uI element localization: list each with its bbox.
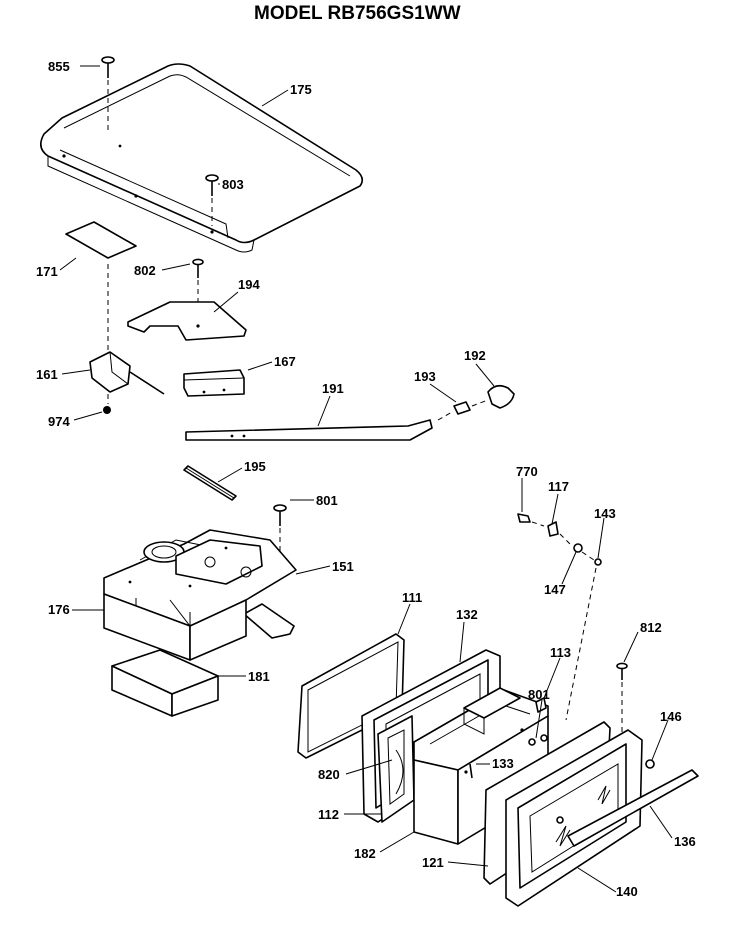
label-143: 143: [594, 506, 616, 521]
label-147: 147: [544, 582, 566, 597]
label-191: 191: [322, 381, 344, 396]
label-770: 770: [516, 464, 538, 479]
label-176: 176: [48, 602, 70, 617]
part-192-knob: [487, 384, 515, 409]
label-151: 151: [332, 559, 354, 574]
label-195: 195: [244, 459, 266, 474]
label-117: 117: [548, 479, 569, 494]
part-182-inner-door: [413, 687, 549, 845]
part-194-bracket: [127, 301, 247, 341]
part-193-connector: [437, 399, 489, 421]
label-111: 111: [402, 590, 422, 605]
part-117-washer: [547, 521, 573, 547]
part-812-screw: [616, 662, 628, 732]
label-182: 182: [354, 846, 376, 861]
part-195-spring: [183, 465, 237, 501]
label-171: 171: [36, 264, 58, 279]
label-802: 802: [134, 263, 156, 278]
label-801-lower: 801: [528, 687, 550, 702]
part-140-outer-frame: [505, 729, 643, 907]
label-112: 112: [318, 807, 339, 822]
part-171-plate: [65, 221, 137, 350]
label-192: 192: [464, 348, 486, 363]
part-112-frame: [377, 715, 415, 823]
part-974-nut: [103, 406, 111, 414]
part-146-bumper: [645, 759, 655, 769]
part-176-insulation: [103, 593, 247, 661]
label-140: 140: [616, 884, 638, 899]
part-133-screw: [469, 763, 473, 779]
label-855: 855: [48, 59, 70, 74]
label-194: 194: [238, 277, 260, 292]
part-801-screw-upper: [273, 504, 287, 560]
label-820: 820: [318, 767, 340, 782]
label-167: 167: [274, 354, 296, 369]
label-193: 193: [414, 369, 436, 384]
part-143-nut: [594, 558, 602, 566]
part-147-spacer: [573, 543, 595, 561]
label-812: 812: [640, 620, 662, 635]
part-175-top-cover: [40, 63, 364, 253]
label-136: 136: [674, 834, 696, 849]
model-title: MODEL RB756GS1WW: [254, 3, 461, 24]
label-181: 181: [248, 669, 270, 684]
label-146: 146: [660, 709, 682, 724]
label-175: 175: [290, 82, 312, 97]
part-167-hinge: [183, 369, 245, 397]
label-803: 803: [222, 177, 244, 192]
label-161: 161: [36, 367, 58, 382]
part-801-screw-lower: [528, 734, 548, 746]
labels: 855 175 803 171 802 194 161 167 974 191 …: [36, 59, 696, 899]
label-801-upper: 801: [316, 493, 338, 508]
label-133: 133: [492, 756, 514, 771]
part-136-handle: [567, 769, 699, 847]
part-803-screw: [205, 174, 219, 226]
part-191-rod: [185, 419, 433, 441]
part-770-screw: [517, 513, 545, 527]
label-121: 121: [422, 855, 444, 870]
label-113: 113: [550, 645, 571, 660]
part-181-insulation: [111, 649, 219, 717]
label-132: 132: [456, 607, 478, 622]
part-855-screw: [101, 56, 115, 132]
label-974: 974: [48, 414, 70, 429]
part-161-switch: [89, 351, 165, 404]
